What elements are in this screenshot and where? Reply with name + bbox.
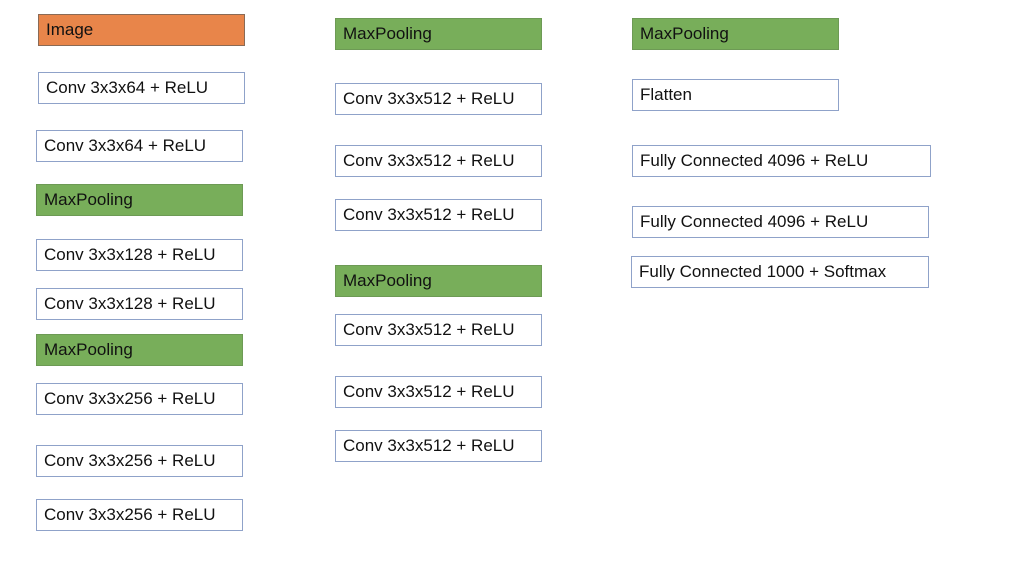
block-maxpooling-2: MaxPooling — [36, 334, 243, 366]
block-conv-512-5: Conv 3x3x512 + ReLU — [335, 376, 542, 408]
block-fc-1000-softmax: Fully Connected 1000 + Softmax — [631, 256, 929, 288]
block-maxpooling-3: MaxPooling — [335, 18, 542, 50]
block-image-input: Image — [38, 14, 245, 46]
block-conv-512-3: Conv 3x3x512 + ReLU — [335, 199, 542, 231]
block-maxpooling-5: MaxPooling — [632, 18, 839, 50]
block-conv-64-1: Conv 3x3x64 + ReLU — [38, 72, 245, 104]
block-conv-128-1: Conv 3x3x128 + ReLU — [36, 239, 243, 271]
block-conv-256-2: Conv 3x3x256 + ReLU — [36, 445, 243, 477]
block-fc-4096-2: Fully Connected 4096 + ReLU — [632, 206, 929, 238]
block-conv-256-3: Conv 3x3x256 + ReLU — [36, 499, 243, 531]
block-conv-512-1: Conv 3x3x512 + ReLU — [335, 83, 542, 115]
block-flatten: Flatten — [632, 79, 839, 111]
block-conv-512-6: Conv 3x3x512 + ReLU — [335, 430, 542, 462]
block-conv-128-2: Conv 3x3x128 + ReLU — [36, 288, 243, 320]
block-conv-512-4: Conv 3x3x512 + ReLU — [335, 314, 542, 346]
block-conv-256-1: Conv 3x3x256 + ReLU — [36, 383, 243, 415]
block-fc-4096-1: Fully Connected 4096 + ReLU — [632, 145, 931, 177]
block-maxpooling-4: MaxPooling — [335, 265, 542, 297]
block-maxpooling-1: MaxPooling — [36, 184, 243, 216]
block-conv-64-2: Conv 3x3x64 + ReLU — [36, 130, 243, 162]
block-conv-512-2: Conv 3x3x512 + ReLU — [335, 145, 542, 177]
